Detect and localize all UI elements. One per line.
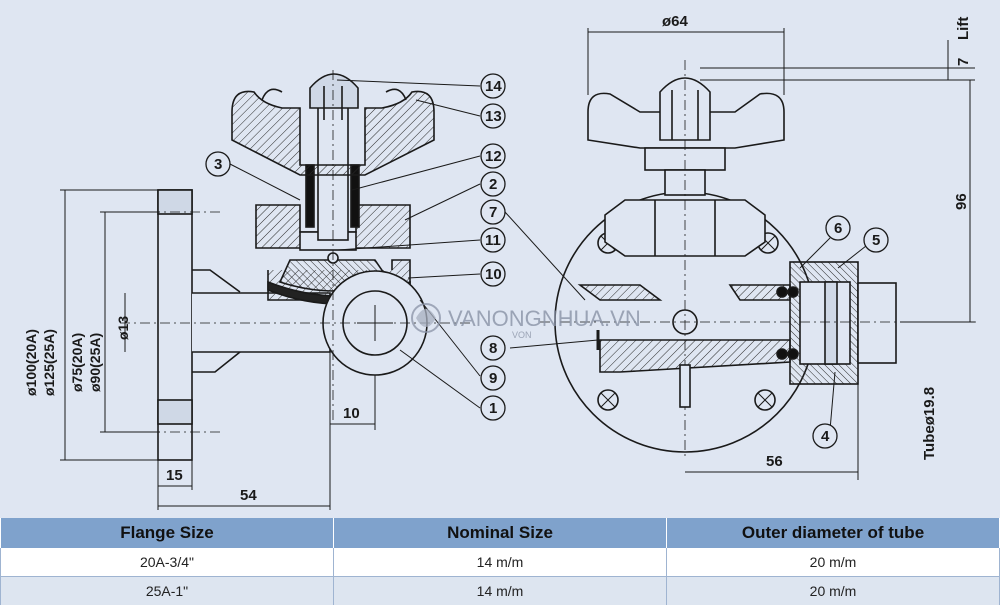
header-flange-size: Flange Size <box>1 518 334 548</box>
header-nominal-size: Nominal Size <box>334 518 667 548</box>
cell-flange-size: 20A-3/4" <box>1 548 334 577</box>
dim-d125: ø125(25A) <box>41 329 57 396</box>
callout-9: 9 <box>489 370 497 387</box>
callout-4: 4 <box>821 428 830 445</box>
dim-d13: ø13 <box>115 316 131 340</box>
watermark-sub: VON <box>512 330 532 340</box>
dim-lift: Lift <box>955 17 972 40</box>
table-row: 20A-3/4" 14 m/m 20 m/m <box>1 548 1000 577</box>
callout-8: 8 <box>489 340 497 357</box>
cell-outer-diameter: 20 m/m <box>667 548 1000 577</box>
table-header-row: Flange Size Nominal Size Outer diameter … <box>1 518 1000 548</box>
dim-d90: ø90(25A) <box>87 333 103 392</box>
left-section-view <box>110 70 470 460</box>
dim-10: 10 <box>343 405 360 422</box>
callout-7: 7 <box>489 204 497 221</box>
spec-table: Flange Size Nominal Size Outer diameter … <box>0 518 1000 605</box>
callout-3: 3 <box>214 156 222 173</box>
callout-14: 14 <box>485 78 502 95</box>
dim-96: 96 <box>953 193 970 210</box>
watermark-text: VANONGNHUA.VN <box>448 306 641 331</box>
callout-2: 2 <box>489 176 497 193</box>
callout-6: 6 <box>834 220 842 237</box>
dim-d64: ø64 <box>662 13 689 30</box>
cell-nominal-size: 14 m/m <box>334 577 667 605</box>
valve-drawing: ø13 ø100(20A) ø125(25A) ø75(20A) ø90(25A… <box>0 0 1000 518</box>
dim-d100: ø100(20A) <box>23 329 39 396</box>
dim-tube: Tubeø19.8 <box>921 387 938 460</box>
right-side-view <box>540 60 980 460</box>
callout-10: 10 <box>485 266 502 283</box>
dim-7: 7 <box>955 58 972 66</box>
header-outer-diameter: Outer diameter of tube <box>667 518 1000 548</box>
callout-12: 12 <box>485 148 502 165</box>
table-row: 25A-1" 14 m/m 20 m/m <box>1 577 1000 605</box>
dim-54: 54 <box>240 487 257 504</box>
callout-5: 5 <box>872 232 880 249</box>
callout-13: 13 <box>485 108 502 125</box>
callout-1: 1 <box>489 400 497 417</box>
cell-nominal-size: 14 m/m <box>334 548 667 577</box>
cell-flange-size: 25A-1" <box>1 577 334 605</box>
dim-d75: ø75(20A) <box>69 333 85 392</box>
dim-15: 15 <box>166 467 183 484</box>
dim-56: 56 <box>766 453 783 470</box>
cell-outer-diameter: 20 m/m <box>667 577 1000 605</box>
callout-11: 11 <box>485 232 501 249</box>
